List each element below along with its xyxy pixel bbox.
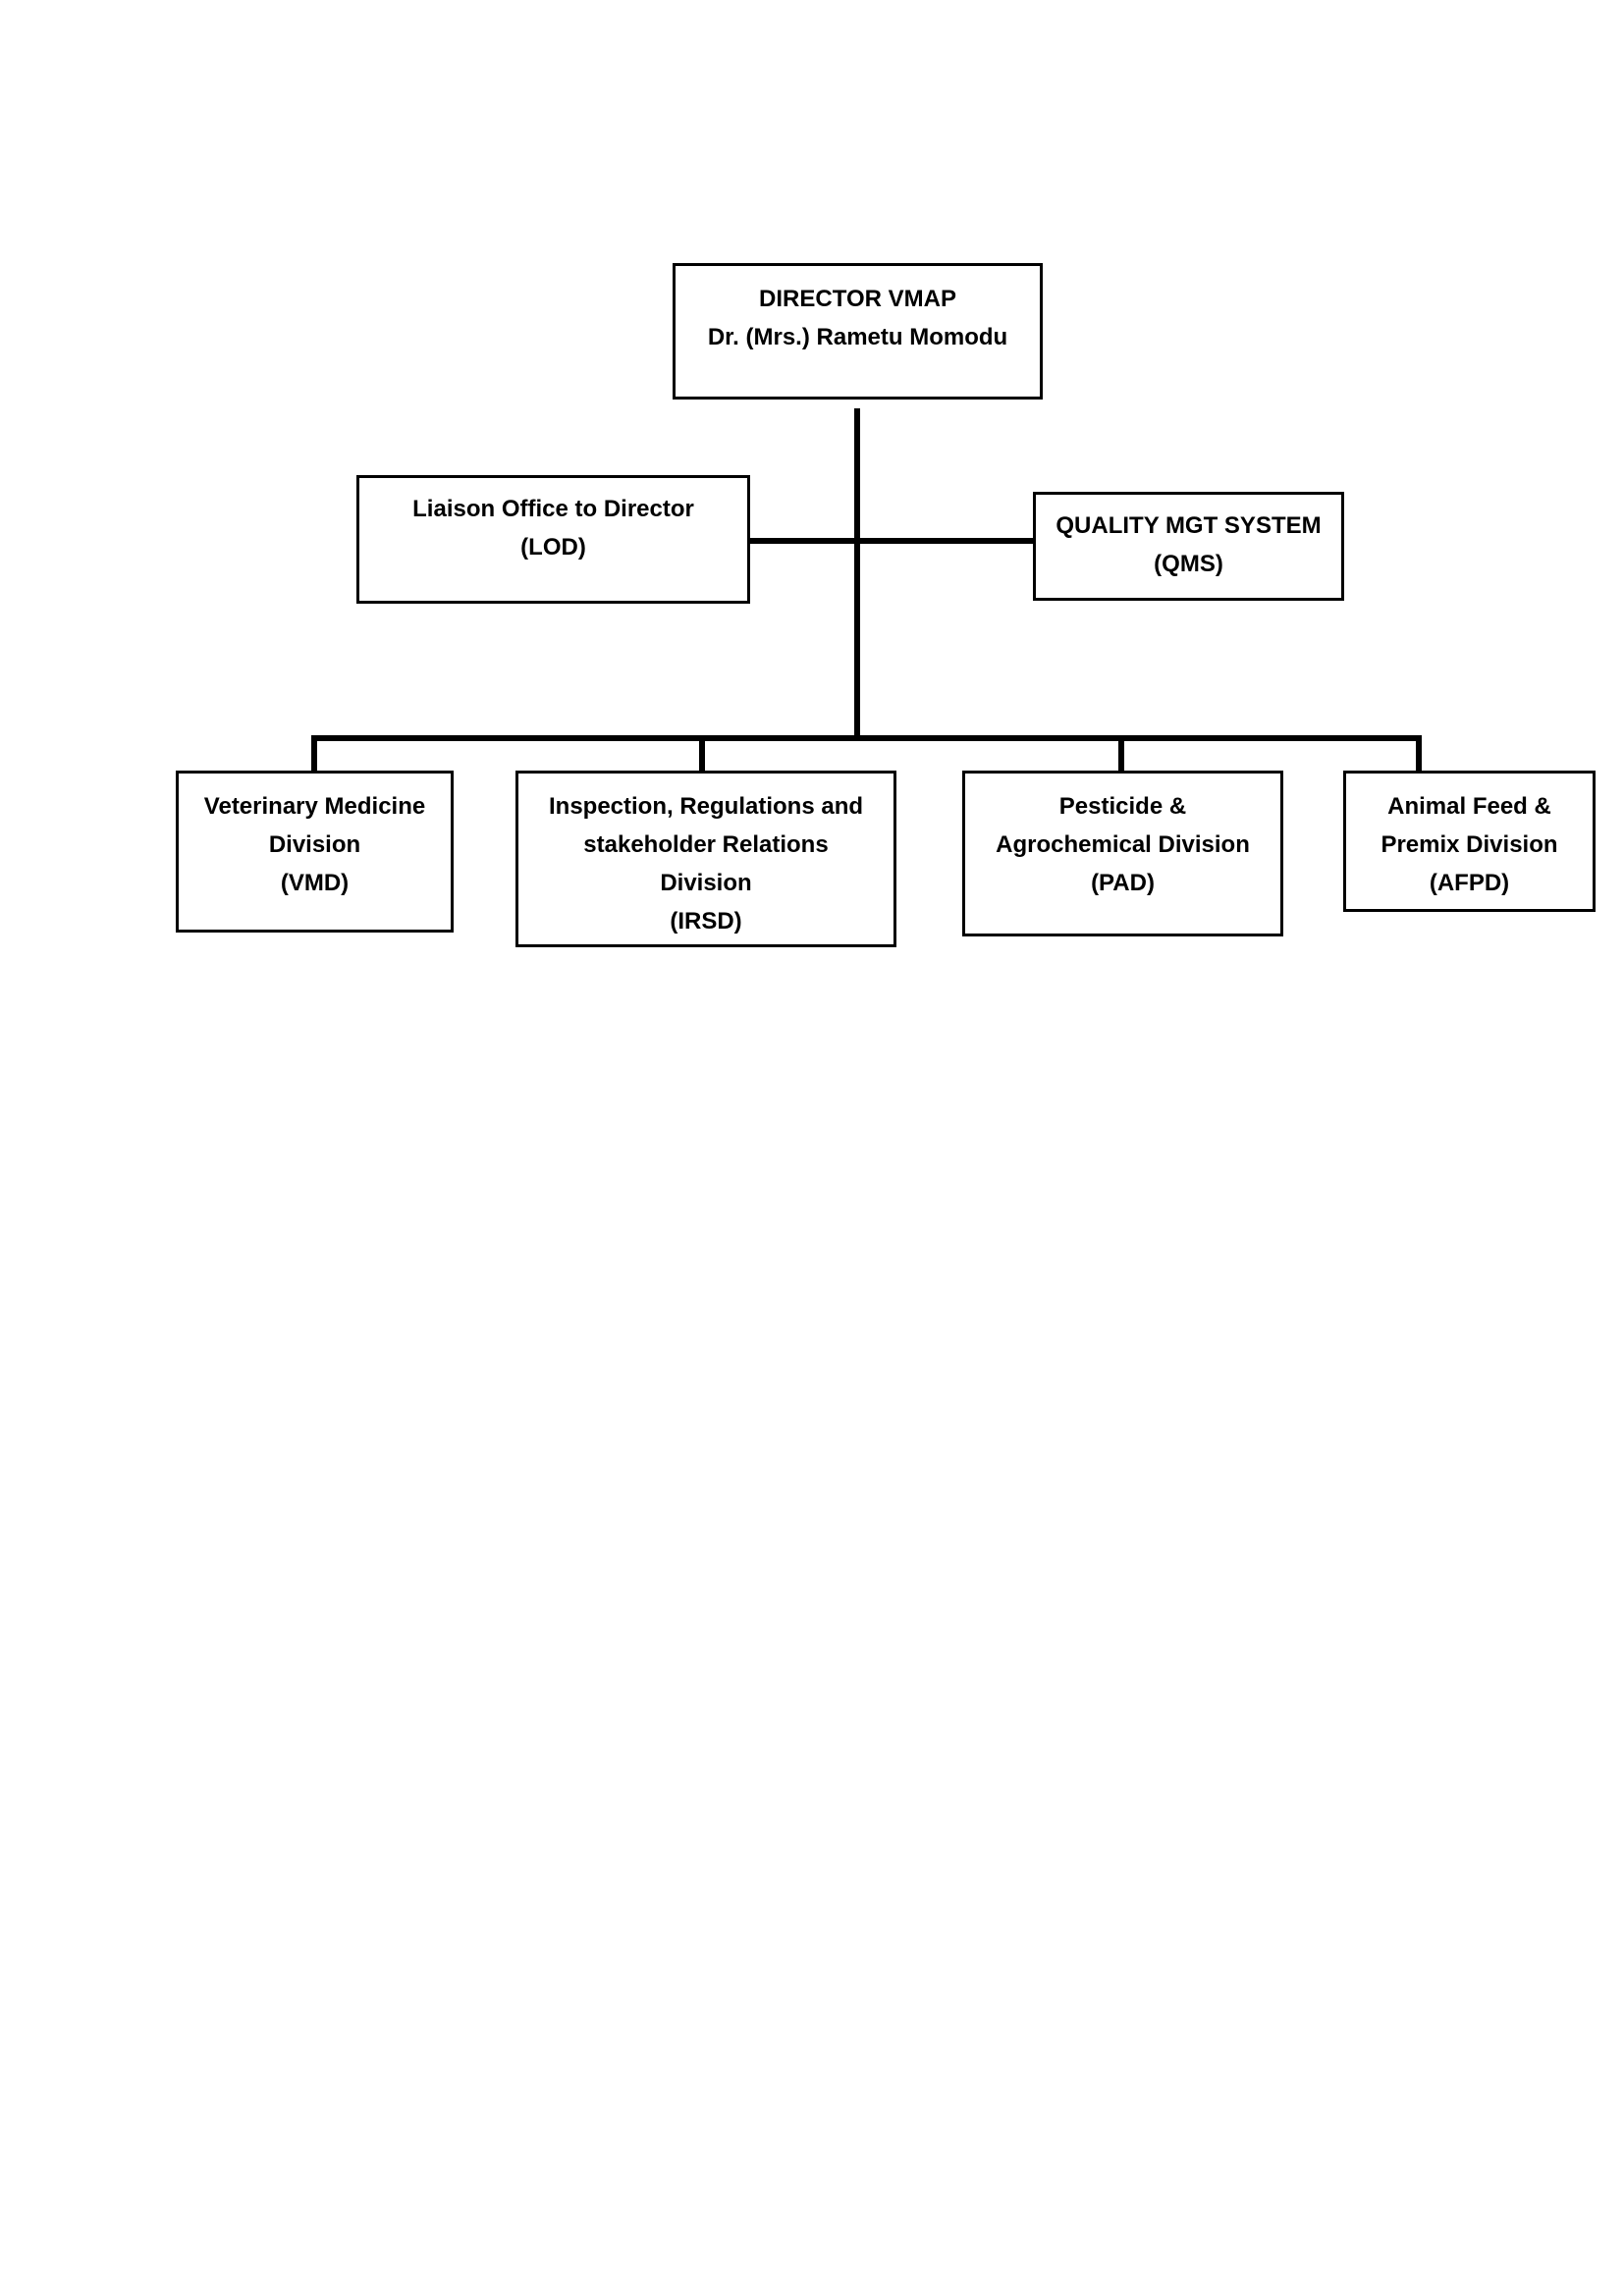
director-title: DIRECTOR VMAP — [759, 286, 956, 312]
director-box: DIRECTOR VMAP Dr. (Mrs.) Rametu Momodu — [673, 263, 1043, 400]
irsd-label-line: stakeholder Relations — [583, 831, 829, 858]
lod-box: Liaison Office to Director (LOD) — [356, 475, 750, 604]
lod-abbreviation: (LOD) — [520, 534, 586, 561]
qms-title: QUALITY MGT SYSTEM — [1056, 512, 1322, 539]
lod-title: Liaison Office to Director — [412, 496, 694, 522]
division-box-afpd: Animal Feed & Premix Division (AFPD) — [1343, 771, 1596, 912]
afpd-label-line: Premix Division — [1380, 831, 1558, 858]
afpd-abbreviation: (AFPD) — [1429, 870, 1510, 896]
afpd-label-line: Animal Feed & — [1387, 793, 1551, 820]
division-box-vmd: Veterinary Medicine Division (VMD) — [176, 771, 454, 933]
irsd-label-line: Inspection, Regulations and — [548, 793, 864, 820]
vmd-abbreviation: (VMD) — [280, 870, 350, 896]
qms-abbreviation: (QMS) — [1154, 551, 1223, 577]
qms-box: QUALITY MGT SYSTEM (QMS) — [1033, 492, 1344, 601]
director-name: Dr. (Mrs.) Rametu Momodu — [707, 324, 1008, 350]
vmd-label-line: Division — [268, 831, 361, 858]
pad-label-line: Pesticide & — [1058, 793, 1187, 820]
irsd-abbreviation: (IRSD) — [670, 908, 742, 934]
irsd-label-line: Division — [660, 870, 752, 896]
pad-abbreviation: (PAD) — [1091, 870, 1155, 896]
division-box-irsd: Inspection, Regulations and stakeholder … — [515, 771, 896, 947]
division-box-pad: Pesticide & Agrochemical Division (PAD) — [962, 771, 1283, 936]
pad-label-line: Agrochemical Division — [996, 831, 1250, 858]
vmd-label-line: Veterinary Medicine — [203, 793, 426, 820]
